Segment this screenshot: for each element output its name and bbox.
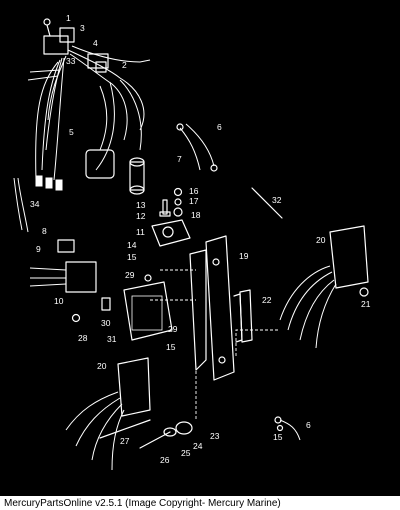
callout-26: 26 <box>160 455 170 465</box>
cdi-module-upper <box>279 225 369 349</box>
callout-14: 14 <box>127 240 137 250</box>
callout-29a: 29 <box>125 270 135 280</box>
image-copyright-caption: MercuryPartsOnline v2.5.1 (Image Copyrig… <box>4 498 281 509</box>
callout-2: 2 <box>122 60 127 70</box>
callout-27: 27 <box>120 436 130 446</box>
callout-21: 21 <box>361 299 371 309</box>
callout-4: 4 <box>93 38 98 48</box>
callout-8: 8 <box>42 226 47 236</box>
coil-assembly <box>35 149 145 195</box>
callout-3: 3 <box>80 23 85 33</box>
callout-15c: 15 <box>273 432 283 442</box>
handle <box>233 289 253 343</box>
parts-diagram: 1 2 3 4 5 6 7 8 9 10 11 12 13 14 15 15 1… <box>0 0 400 496</box>
callout-16: 16 <box>189 186 199 196</box>
cdi-module-lower <box>65 357 151 471</box>
callout-33: 33 <box>66 56 76 66</box>
callout-7: 7 <box>177 154 182 164</box>
callout-22: 22 <box>262 295 272 305</box>
callout-5: 5 <box>69 127 74 137</box>
ground-strap <box>176 123 218 172</box>
callout-28: 28 <box>78 333 88 343</box>
callout-9: 9 <box>36 244 41 254</box>
harness-connector <box>43 18 109 73</box>
callout-31: 31 <box>107 334 117 344</box>
bolt-stack <box>99 419 193 449</box>
diagram-drawing <box>13 18 369 471</box>
leader-lines <box>150 269 280 420</box>
callout-15a: 15 <box>127 252 137 262</box>
callout-24: 24 <box>193 441 203 451</box>
callout-30: 30 <box>101 318 111 328</box>
callout-32: 32 <box>272 195 282 205</box>
callout-13: 13 <box>136 200 146 210</box>
callout-19: 19 <box>239 251 249 261</box>
callout-20b: 20 <box>97 361 107 371</box>
lead-wire <box>13 177 29 233</box>
rectifier <box>29 239 97 293</box>
mounting-bracket <box>189 235 235 381</box>
callout-29b: 29 <box>168 324 178 334</box>
wiring-harness <box>27 45 151 181</box>
callout-20a: 20 <box>316 235 326 245</box>
washer <box>71 313 81 323</box>
callout-34: 34 <box>30 199 40 209</box>
callout-6b: 6 <box>306 420 311 430</box>
switch-assembly <box>151 187 191 247</box>
grommet <box>101 297 111 311</box>
callout-25: 25 <box>181 448 191 458</box>
callout-12: 12 <box>136 211 146 221</box>
callout-15b: 15 <box>166 342 176 352</box>
callout-23: 23 <box>210 431 220 441</box>
callout-17: 17 <box>189 196 199 206</box>
ground-wire-lower <box>274 416 301 441</box>
callout-18: 18 <box>191 210 201 220</box>
callout-11: 11 <box>136 227 145 237</box>
callout-6: 6 <box>217 122 222 132</box>
callout-10: 10 <box>54 296 64 306</box>
callout-1: 1 <box>66 13 71 23</box>
tie-strap <box>251 187 283 219</box>
switch-box <box>123 274 173 341</box>
